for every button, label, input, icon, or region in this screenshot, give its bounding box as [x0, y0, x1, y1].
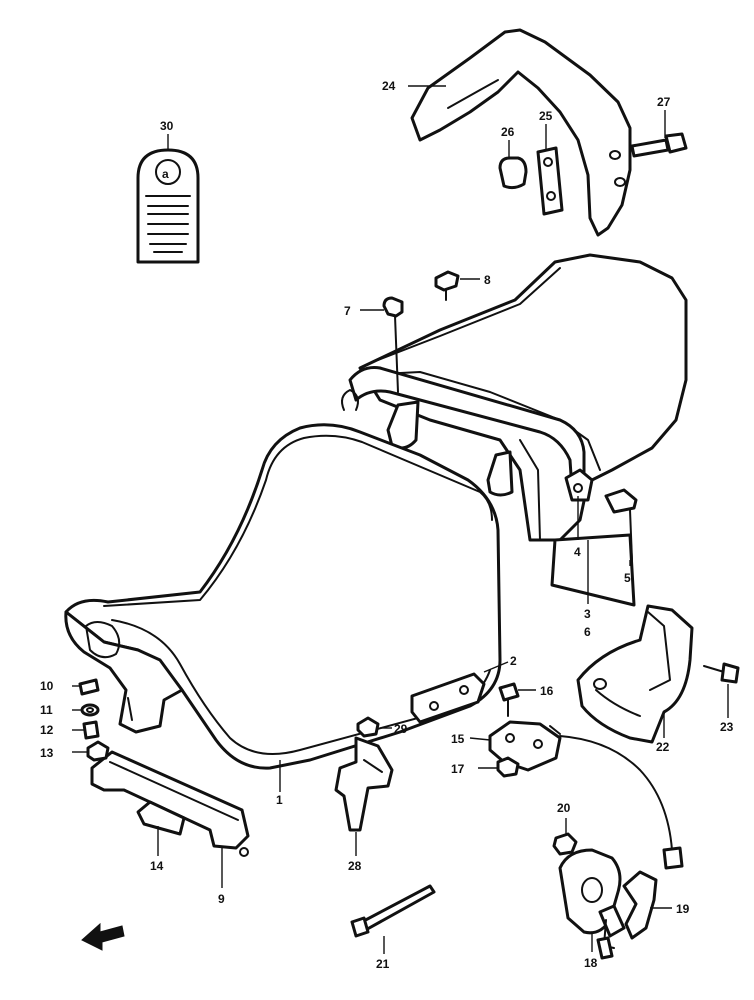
- callout-6: 6: [584, 625, 591, 639]
- callout-13: 13: [40, 746, 54, 760]
- latch-bracket: [334, 736, 394, 832]
- callout-30: 30: [160, 119, 174, 133]
- callout-3: 3: [584, 607, 591, 621]
- front-seat: [64, 423, 502, 770]
- callout-26: 26: [501, 125, 515, 139]
- small-fasteners: [78, 678, 110, 762]
- nut-17: [496, 756, 520, 778]
- rubber-cushion: [136, 800, 186, 836]
- cable-tie: [350, 884, 436, 938]
- nut-29: [356, 716, 380, 738]
- tag-letter: a: [162, 167, 169, 181]
- callout-numbers: 24 25 26 27 30 8 7 4 5 3 6 1 2 16 15 17 …: [40, 79, 734, 971]
- front-direction-arrow-icon: [81, 922, 125, 951]
- collar-12: [82, 720, 100, 740]
- callout-28: 28: [348, 859, 362, 873]
- seat-screw-7: [382, 296, 404, 393]
- callout-18: 18: [584, 956, 598, 970]
- callout-24: 24: [382, 79, 396, 93]
- screw-23: [703, 662, 740, 684]
- callout-23: 23: [720, 720, 734, 734]
- callout-12: 12: [40, 723, 54, 737]
- bolt-16: [498, 682, 520, 717]
- callout-19: 19: [676, 902, 690, 916]
- seat-screw-8: [434, 270, 460, 301]
- caution-label-tag: a: [136, 148, 200, 264]
- callout-25: 25: [539, 109, 553, 123]
- callout-15: 15: [451, 732, 465, 746]
- bolt-20: [552, 832, 578, 856]
- callout-8: 8: [484, 273, 491, 287]
- callout-27: 27: [657, 95, 671, 109]
- nut-13: [86, 740, 110, 762]
- seat-rail-bracket: [90, 750, 250, 857]
- callout-21: 21: [376, 957, 390, 971]
- callout-17: 17: [451, 762, 465, 776]
- rail-bolt: [630, 132, 688, 158]
- callout-4: 4: [574, 545, 581, 559]
- rail-bracket-plate: [536, 146, 564, 216]
- lock-cam: [622, 870, 658, 940]
- seat-bolt-5: [604, 488, 638, 561]
- screw-10: [78, 678, 100, 696]
- rear-seat-bracket: [576, 604, 694, 744]
- grab-rail: [410, 28, 632, 237]
- callout-1: 1: [276, 793, 283, 807]
- callout-9: 9: [218, 892, 225, 906]
- callout-2: 2: [510, 654, 517, 668]
- cap-nut: [498, 156, 528, 190]
- seat-lock-bracket: [488, 720, 684, 870]
- callout-20: 20: [557, 801, 571, 815]
- leader-lines: [72, 85, 729, 954]
- callout-10: 10: [40, 679, 54, 693]
- callout-5: 5: [624, 571, 631, 585]
- callout-11: 11: [40, 703, 53, 717]
- callout-14: 14: [150, 859, 164, 873]
- hinge-plate: [410, 672, 486, 724]
- callout-16: 16: [540, 684, 554, 698]
- callout-7: 7: [344, 304, 351, 318]
- callout-22: 22: [656, 740, 670, 754]
- washer-11: [80, 703, 100, 717]
- callout-29: 29: [394, 722, 408, 736]
- seat-lock-assembly: [558, 848, 626, 960]
- rear-seat: [341, 253, 688, 607]
